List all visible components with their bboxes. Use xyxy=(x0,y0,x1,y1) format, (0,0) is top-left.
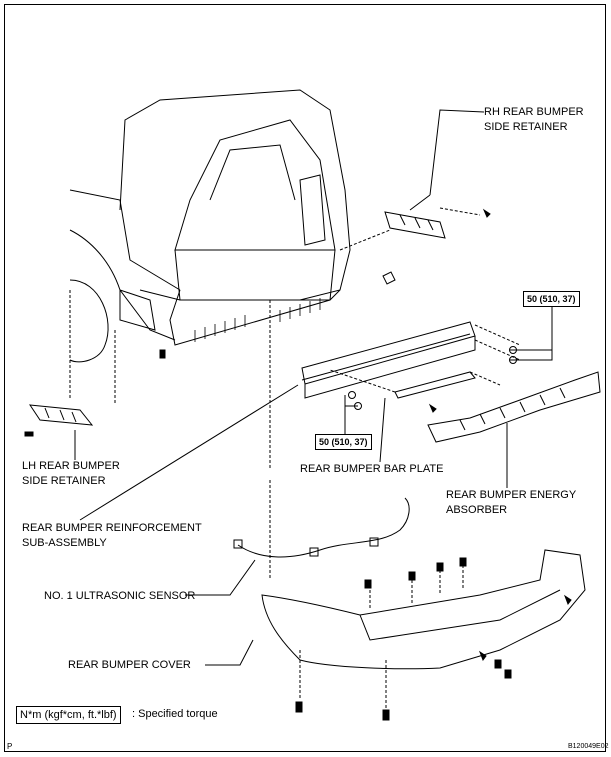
label-line: LH REAR BUMPER xyxy=(22,460,120,472)
label-energy-absorber: REAR BUMPER ENERGY ABSORBER xyxy=(446,488,576,518)
vehicle-rear-body xyxy=(69,89,351,363)
corner-mark: P xyxy=(7,742,13,751)
label-lh-retainer: LH REAR BUMPER SIDE RETAINER xyxy=(22,459,120,489)
ultrasonic-sensor-part xyxy=(185,497,410,596)
label-rh-retainer: RH REAR BUMPER SIDE RETAINER xyxy=(484,105,584,135)
legend-description: : Specified torque xyxy=(132,708,218,720)
label-line: SUB-ASSEMBLY xyxy=(22,537,107,549)
label-line: SIDE RETAINER xyxy=(484,121,568,133)
label-reinforcement: REAR BUMPER REINFORCEMENT SUB-ASSEMBLY xyxy=(22,521,202,551)
label-ultrasonic-sensor: NO. 1 ULTRASONIC SENSOR xyxy=(44,590,196,602)
torque-spec-lower: 50 (510, 37) xyxy=(315,434,372,450)
rh-side-retainer-part xyxy=(339,109,491,285)
label-bar-plate: REAR BUMPER BAR PLATE xyxy=(300,463,444,475)
label-line: SIDE RETAINER xyxy=(22,475,106,487)
label-line: ABSORBER xyxy=(446,504,508,516)
label-bumper-cover: REAR BUMPER COVER xyxy=(68,659,191,671)
legend-torque-unit: N*m (kgf*cm, ft.*lbf) xyxy=(16,706,121,724)
figure-code: B120049E02 xyxy=(568,743,609,750)
bar-plate-part xyxy=(329,369,501,463)
label-line: REAR BUMPER REINFORCEMENT xyxy=(22,522,202,534)
lh-side-retainer-part xyxy=(24,290,166,460)
label-line: REAR BUMPER ENERGY xyxy=(446,489,577,501)
bumper-cover-part xyxy=(205,300,586,721)
torque-spec-upper: 50 (510, 37) xyxy=(523,291,580,307)
label-line: RH REAR BUMPER xyxy=(484,106,584,118)
energy-absorber-part xyxy=(427,371,601,488)
reinforcement-part xyxy=(79,306,553,521)
diagram-frame xyxy=(4,4,606,752)
